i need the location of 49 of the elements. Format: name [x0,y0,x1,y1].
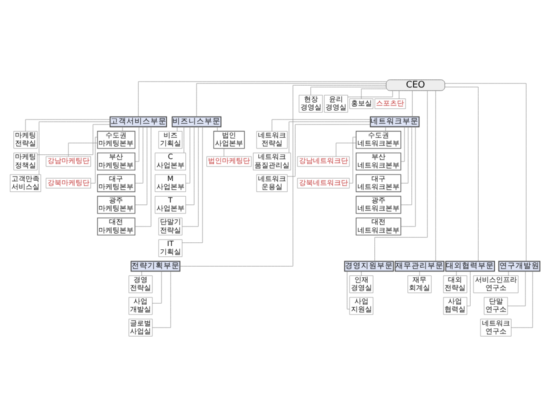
connector [134,126,144,184]
connector [435,90,436,262]
connector [511,271,533,328]
connector [456,271,457,276]
connector [419,271,420,276]
connector [400,126,405,162]
connector [182,126,199,227]
connector [152,271,171,328]
connector [138,81,386,117]
connector [196,83,386,117]
node-box: CEO [386,80,446,91]
connector [444,83,526,262]
connector [186,126,194,206]
connector [68,142,98,157]
connector [25,119,110,132]
connector [361,271,362,276]
connector [400,126,416,227]
connector [134,126,152,227]
connector [37,124,110,155]
connector [180,85,386,266]
connector [400,126,408,184]
connector [152,271,162,304]
connector [444,86,478,262]
connector [466,271,470,306]
connector [310,86,386,96]
connector [385,126,386,132]
connector [288,122,371,154]
connector [217,126,218,132]
connector [507,271,526,306]
connector [349,136,356,184]
connector [90,136,98,184]
connector [38,122,110,175]
connector [374,90,428,262]
connector [186,126,190,184]
connector [134,126,148,206]
connector [398,90,400,99]
connector [400,126,412,206]
connector [412,90,413,117]
connector [346,271,350,310]
connector [336,142,356,157]
connector [176,126,178,132]
connector [287,124,370,177]
connector [272,119,371,132]
connector [348,90,393,98]
connector [361,88,386,99]
connector [122,126,123,132]
connector [134,126,140,162]
connector [182,126,203,243]
connector [508,271,509,276]
